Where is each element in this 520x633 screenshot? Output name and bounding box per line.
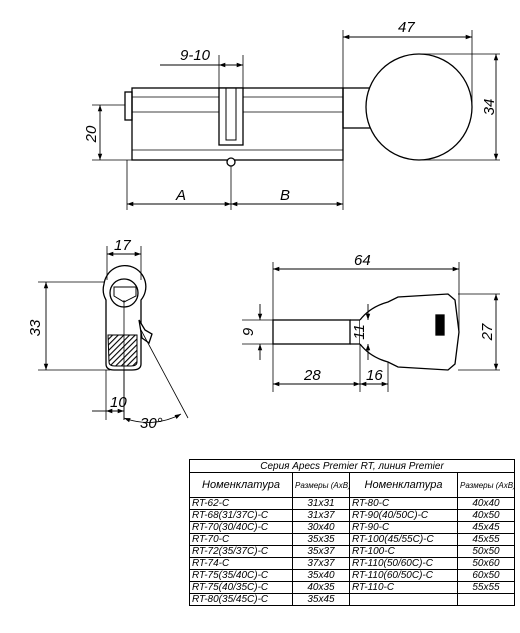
table-caption: Серия Apecs Premier RT, линия Premier bbox=[189, 459, 515, 473]
key-dimension-lines bbox=[257, 266, 499, 387]
model-size: 40x40 bbox=[457, 497, 515, 510]
model-size: 35x35 bbox=[292, 533, 350, 546]
dim-side-b: B bbox=[280, 187, 290, 204]
header-size-right: Размеры (АхВ) bbox=[457, 472, 515, 498]
model-name: RT-110-C bbox=[349, 581, 458, 594]
model-size-table: Серия Apecs Premier RT, линия Premier Но… bbox=[189, 459, 515, 606]
table-row: RT-75(35/40C)-C 35x40 RT-110(60/50C)-C 6… bbox=[189, 569, 515, 582]
model-size: 55x55 bbox=[457, 581, 515, 594]
profile-keyway bbox=[113, 286, 137, 303]
profile-cam bbox=[138, 319, 153, 345]
model-name bbox=[349, 593, 458, 606]
model-name: RT-70(30/40C)-C bbox=[189, 521, 293, 534]
model-size: 35x45 bbox=[292, 593, 350, 606]
profile-dimension-lines bbox=[43, 251, 182, 423]
model-size bbox=[457, 593, 515, 606]
dim-cam-width: 10 bbox=[110, 394, 127, 411]
model-name: RT-110(50/60C)-C bbox=[349, 557, 458, 570]
profile-hatched-section bbox=[107, 334, 138, 367]
dim-key-blade-height: 9 bbox=[240, 327, 257, 336]
cylinder-side-view bbox=[92, 30, 500, 210]
model-size: 37x37 bbox=[292, 557, 350, 570]
model-name: RT-90-C bbox=[349, 521, 458, 534]
model-size: 40x35 bbox=[292, 581, 350, 594]
model-name: RT-70-C bbox=[189, 533, 293, 546]
model-size: 50x60 bbox=[457, 557, 515, 570]
model-size: 31x31 bbox=[292, 497, 350, 510]
table-row: RT-70-C 35x35 RT-100(45/55C)-C 45x55 bbox=[189, 533, 515, 546]
dim-profile-height: 33 bbox=[27, 319, 44, 336]
dim-side-a: A bbox=[175, 187, 186, 204]
dim-profile-width: 17 bbox=[114, 237, 131, 254]
model-size: 35x40 bbox=[292, 569, 350, 582]
table-row: RT-72(35/37C)-C 35x37 RT-100-C 50x50 bbox=[189, 545, 515, 558]
table-row: RT-75(40/35C)-C 40x35 RT-110-C 55x55 bbox=[189, 581, 515, 594]
dim-cylinder-height: 20 bbox=[83, 125, 100, 143]
table-row: RT-74-C 37x37 RT-110(50/60C)-C 50x60 bbox=[189, 557, 515, 570]
dim-knob-width: 47 bbox=[398, 19, 415, 36]
key-head-slot bbox=[435, 314, 445, 336]
model-name: RT-74-C bbox=[189, 557, 293, 570]
cylinder-end-cap bbox=[124, 91, 133, 121]
model-size: 30x40 bbox=[292, 521, 350, 534]
model-size: 45x45 bbox=[457, 521, 515, 534]
model-name: RT-90(40/50C)-C bbox=[349, 509, 458, 522]
model-name: RT-100-C bbox=[349, 545, 458, 558]
table-row: RT-62-C 31x31 RT-80-C 40x40 bbox=[189, 497, 515, 510]
table-row: RT-68(31/37C)-C 31x37 RT-90(40/50C)-C 40… bbox=[189, 509, 515, 522]
dim-bolt-gap: 9-10 bbox=[180, 47, 211, 64]
model-size: 45x55 bbox=[457, 533, 515, 546]
model-name: RT-100(45/55C)-C bbox=[349, 533, 458, 546]
key-blade bbox=[272, 319, 351, 345]
model-name: RT-110(60/50C)-C bbox=[349, 569, 458, 582]
cylinder-profile-view bbox=[38, 246, 189, 423]
header-name-right: Номенклатура bbox=[349, 472, 458, 498]
dim-key-length: 64 bbox=[354, 252, 371, 269]
key-view bbox=[242, 262, 500, 392]
profile-extension-lines bbox=[38, 246, 189, 420]
model-name: RT-72(35/37C)-C bbox=[189, 545, 293, 558]
dim-key-blade-length: 28 bbox=[303, 367, 321, 384]
side-dimension-lines bbox=[97, 34, 499, 207]
model-size: 50x50 bbox=[457, 545, 515, 558]
model-size: 31x37 bbox=[292, 509, 350, 522]
model-name: RT-80(35/45C)-C bbox=[189, 593, 293, 606]
fixing-screw-hole bbox=[226, 157, 236, 167]
dim-key-head-length: 16 bbox=[366, 367, 383, 384]
model-name: RT-68(31/37C)-C bbox=[189, 509, 293, 522]
table-row: RT-70(30/40C)-C 30x40 RT-90-C 45x45 bbox=[189, 521, 515, 534]
dim-key-neck-height: 11 bbox=[351, 324, 368, 340]
model-name: RT-75(40/35C)-C bbox=[189, 581, 293, 594]
dim-key-head-height: 27 bbox=[479, 323, 496, 341]
model-name: RT-75(35/40C)-C bbox=[189, 569, 293, 582]
model-size: 60x50 bbox=[457, 569, 515, 582]
model-name: RT-62-C bbox=[189, 497, 293, 510]
table-row: RT-80(35/45C)-C 35x45 bbox=[189, 593, 515, 606]
header-name-left: Номенклатура bbox=[189, 472, 293, 498]
model-name: RT-80-C bbox=[349, 497, 458, 510]
thumb-turn-knob bbox=[365, 53, 473, 161]
cam-slot bbox=[218, 87, 244, 146]
model-size: 35x37 bbox=[292, 545, 350, 558]
dim-cam-angle: 30° bbox=[140, 415, 163, 432]
model-size: 40x50 bbox=[457, 509, 515, 522]
side-extension-lines bbox=[92, 30, 500, 210]
dim-knob-height: 34 bbox=[481, 99, 498, 116]
header-size-left: Размеры (АхВ) bbox=[292, 472, 350, 498]
